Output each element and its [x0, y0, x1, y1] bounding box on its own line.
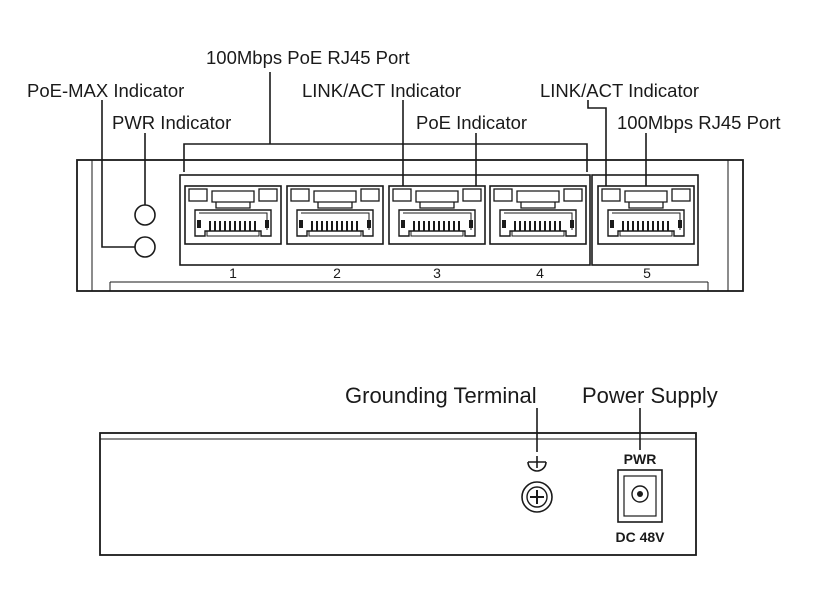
- port-number-1: 1: [229, 265, 237, 281]
- label-power-supply: Power Supply: [582, 383, 718, 408]
- power-jack: [617, 469, 663, 523]
- label-link-act-right: LINK/ACT Indicator: [540, 80, 699, 101]
- label-poe-indicator: PoE Indicator: [416, 112, 527, 133]
- rear-panel: PWR DC 48V Grounding Terminal Power Supp…: [99, 383, 718, 556]
- rj45-port-1: [184, 185, 282, 245]
- port-number-5: 5: [643, 265, 651, 281]
- rj45-port-4: [489, 185, 587, 245]
- label-poe-port: 100Mbps PoE RJ45 Port: [206, 47, 410, 68]
- pwr-jack-label: PWR: [624, 451, 657, 467]
- label-pwr-indicator: PWR Indicator: [112, 112, 231, 133]
- label-poe-max-indicator: PoE-MAX Indicator: [27, 80, 184, 101]
- grounding-terminal-screw: [521, 481, 553, 513]
- rj45-port-5: [597, 185, 695, 245]
- voltage-label: DC 48V: [615, 529, 665, 545]
- port-number-3: 3: [433, 265, 441, 281]
- pwr-led: [134, 204, 156, 226]
- port-number-2: 2: [333, 265, 341, 281]
- rj45-port-3: [388, 185, 486, 245]
- port-number-4: 4: [536, 265, 544, 281]
- label-grounding-terminal: Grounding Terminal: [345, 383, 537, 408]
- rj45-port-2: [286, 185, 384, 245]
- front-panel: 1 2 3 4 5 100Mbps PoE RJ45 Port PoE-MAX …: [27, 47, 781, 292]
- label-rj45-port: 100Mbps RJ45 Port: [617, 112, 781, 133]
- label-link-act-left: LINK/ACT Indicator: [302, 80, 461, 101]
- ground-symbol-icon: [527, 456, 547, 472]
- poe-max-led: [134, 236, 156, 258]
